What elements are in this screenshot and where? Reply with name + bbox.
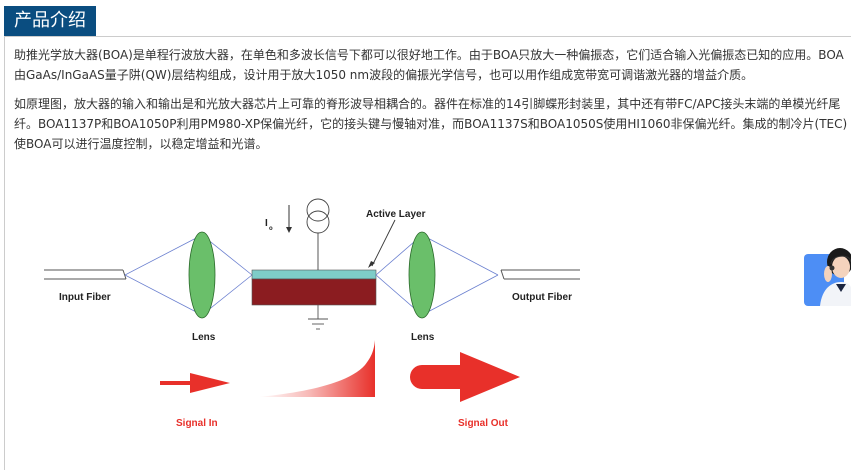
active-layer-pointer bbox=[368, 219, 396, 268]
lens-right-label: Lens bbox=[411, 332, 435, 343]
section-tab-bar: 产品介绍 bbox=[4, 6, 851, 37]
beam-right bbox=[375, 234, 499, 316]
customer-service-icon bbox=[820, 248, 851, 306]
lens-left-label: Lens bbox=[192, 332, 216, 343]
active-layer bbox=[251, 269, 377, 280]
current-source-icon bbox=[306, 198, 330, 270]
signal-in-arrow-icon bbox=[160, 373, 230, 393]
active-layer-label: Active Layer bbox=[366, 209, 426, 220]
product-description: 助推光学放大器(BOA)是单程行波放大器，在单色和多波长信号下都可以很好地工作。… bbox=[4, 37, 851, 470]
paragraph-intro: 助推光学放大器(BOA)是单程行波放大器，在单色和多波长信号下都可以很好地工作。… bbox=[14, 48, 844, 82]
output-fiber bbox=[500, 269, 580, 280]
signal-out-arrow-icon bbox=[410, 352, 520, 402]
lens-right bbox=[408, 231, 436, 319]
gain-curve bbox=[258, 340, 375, 397]
customer-service-widget[interactable] bbox=[804, 242, 851, 308]
paragraph-principle: 如原理图，放大器的输入和输出是和光放大器芯片上可靠的脊形波导相耦合的。器件在标准… bbox=[14, 97, 848, 151]
beam-left bbox=[124, 234, 253, 316]
input-fiber bbox=[44, 269, 127, 280]
lens-left bbox=[188, 231, 216, 319]
ground-icon bbox=[308, 305, 328, 330]
section-tab-title[interactable]: 产品介绍 bbox=[4, 6, 96, 36]
current-arrow-icon bbox=[286, 205, 292, 233]
output-fiber-label: Output Fiber bbox=[512, 292, 572, 303]
signal-in-label: Signal In bbox=[176, 418, 218, 429]
input-fiber-label: Input Fiber bbox=[59, 292, 111, 303]
signal-out-label: Signal Out bbox=[458, 418, 509, 429]
chip-substrate bbox=[251, 278, 377, 306]
current-subscript: o bbox=[269, 226, 273, 232]
current-label: I bbox=[265, 218, 268, 229]
boa-schematic-diagram: Input Fiber Lens I o Active Layer Len bbox=[44, 198, 580, 429]
